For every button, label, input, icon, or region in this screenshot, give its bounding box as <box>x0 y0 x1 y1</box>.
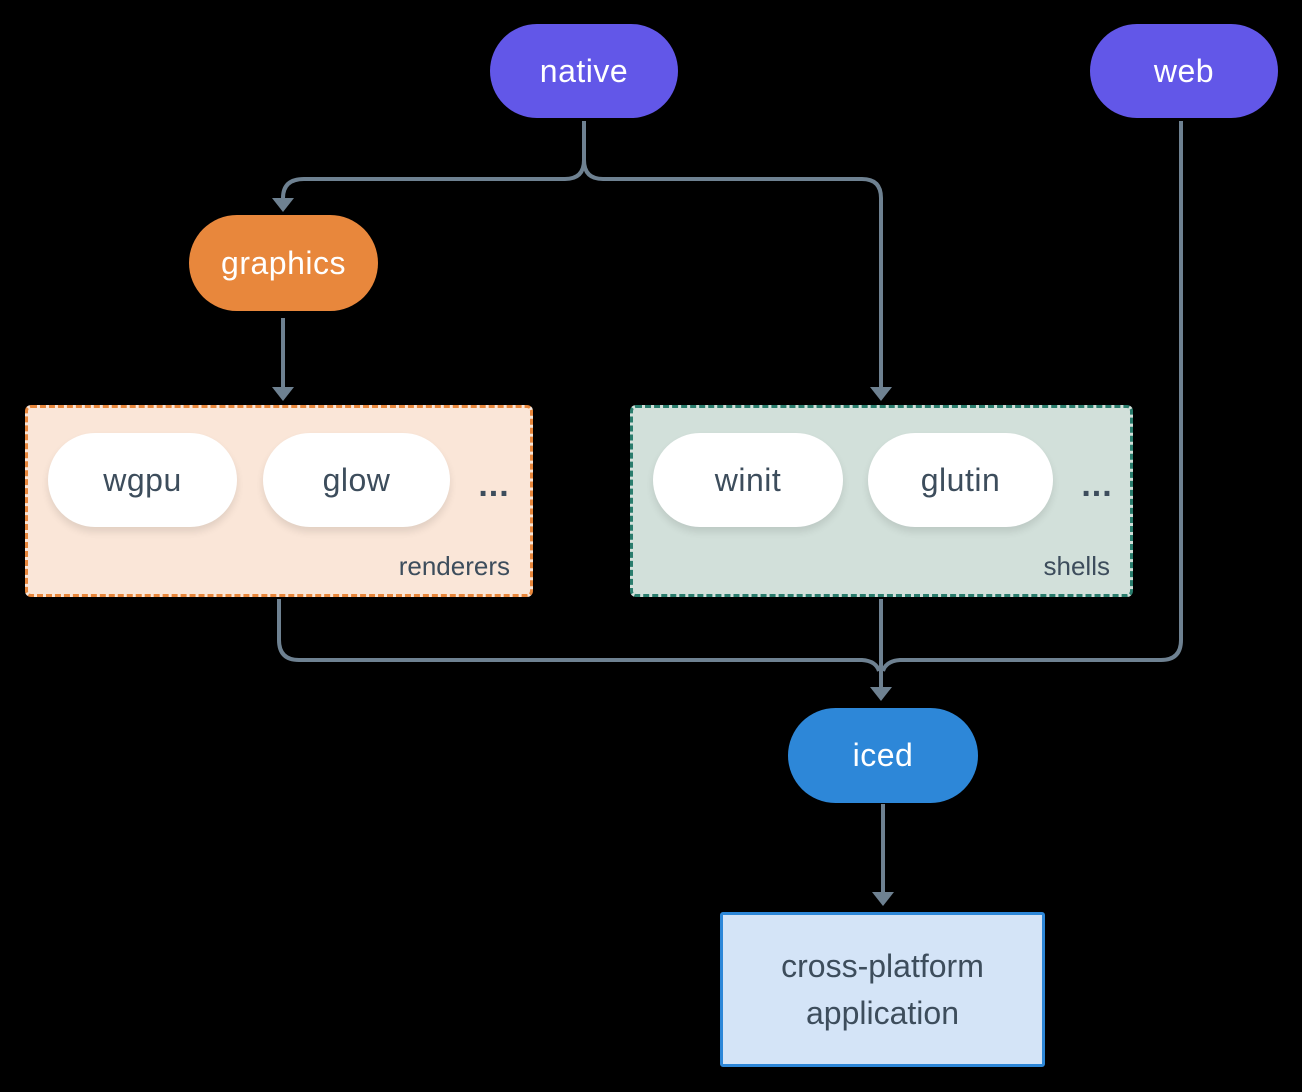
node-native[interactable]: native <box>490 24 678 118</box>
node-wgpu[interactable]: wgpu <box>48 433 237 527</box>
edge-renderers-to-merge <box>277 599 881 672</box>
node-graphics[interactable]: graphics <box>189 215 378 311</box>
node-native-label: native <box>539 52 629 89</box>
arrowhead-iced <box>870 687 892 701</box>
edge-fork-to-shells <box>582 159 883 388</box>
node-glow-label: glow <box>322 461 391 498</box>
arrowhead-renderers <box>272 387 294 401</box>
node-glow[interactable]: glow <box>263 433 450 527</box>
renderers-ellipsis: ... <box>478 465 510 504</box>
node-graphics-label: graphics <box>221 244 346 281</box>
shells-ellipsis: ... <box>1081 465 1113 504</box>
node-wgpu-label: wgpu <box>103 461 182 498</box>
arrowhead-app <box>872 892 894 906</box>
arrowhead-shells <box>870 387 892 401</box>
edge-fork-to-graphics <box>281 159 586 200</box>
node-web-label: web <box>1153 52 1215 89</box>
node-glutin-label: glutin <box>920 461 1001 498</box>
node-winit-label: winit <box>714 461 782 498</box>
node-glutin[interactable]: glutin <box>868 433 1053 527</box>
node-iced[interactable]: iced <box>788 708 978 803</box>
node-cross-platform-application-label: cross-platform application <box>781 948 984 1031</box>
node-iced-label: iced <box>852 737 914 773</box>
node-cross-platform-application[interactable]: cross-platform application <box>720 912 1045 1067</box>
group-renderers-label: renderers <box>398 551 510 581</box>
node-web[interactable]: web <box>1090 24 1278 118</box>
arrowhead-graphics <box>272 198 294 212</box>
node-winit[interactable]: winit <box>653 433 843 527</box>
group-shells-label: shells <box>1043 551 1110 581</box>
